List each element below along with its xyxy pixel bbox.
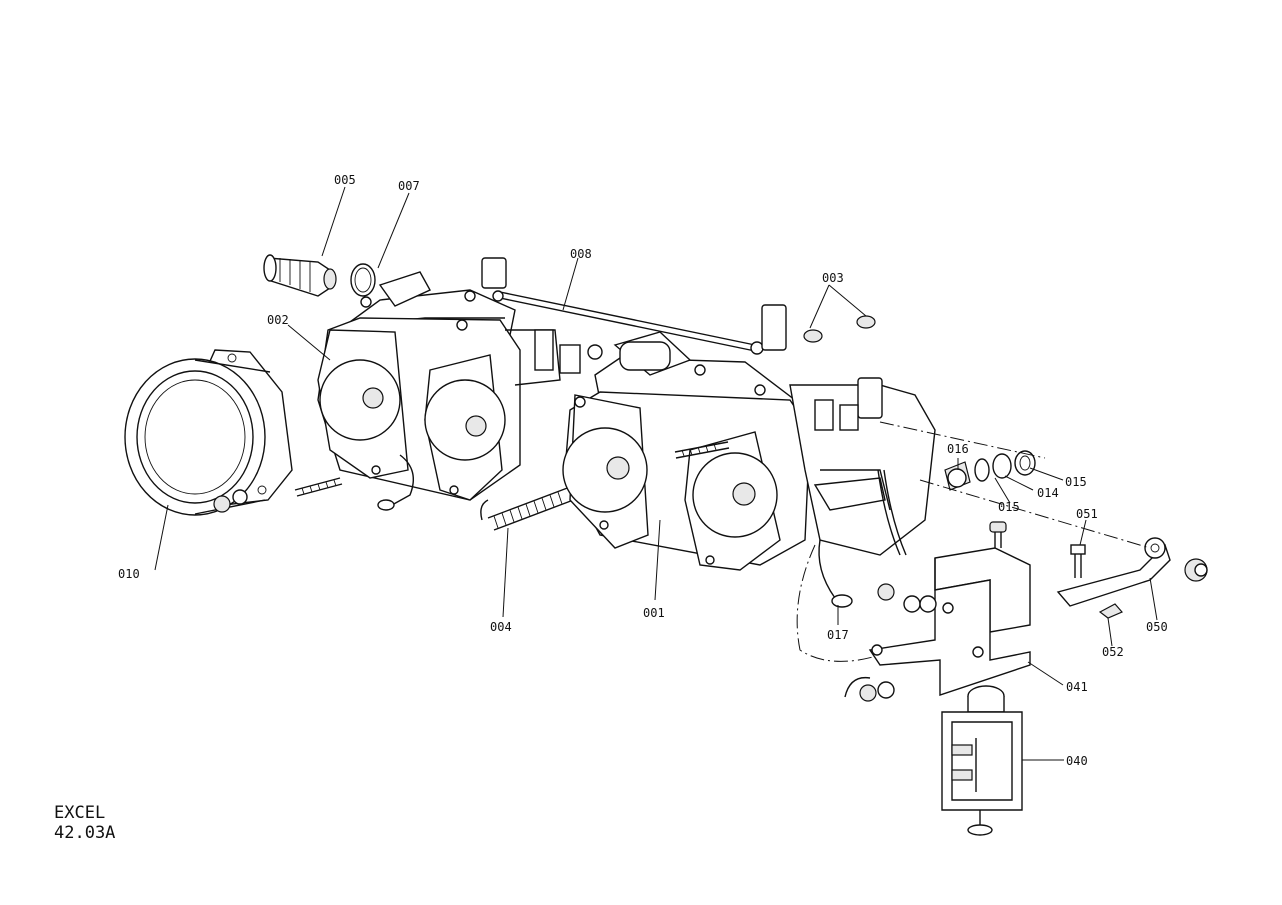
return-spring-004 bbox=[480, 486, 577, 531]
carburettor-body-001 bbox=[562, 304, 936, 571]
bracket-050 bbox=[919, 479, 1208, 607]
callout-003: 003 bbox=[822, 271, 844, 285]
bolt-051 bbox=[1070, 544, 1086, 578]
callout-052: 052 bbox=[1102, 645, 1124, 659]
callout-040: 040 bbox=[1066, 754, 1088, 768]
o-ring-007 bbox=[350, 263, 376, 297]
caps-003 bbox=[803, 315, 876, 343]
callout-015-upper: 015 bbox=[1065, 475, 1087, 489]
callout-051: 051 bbox=[1076, 507, 1098, 521]
model-name: EXCEL bbox=[54, 803, 106, 823]
leader-lines bbox=[154, 186, 1158, 761]
solenoid-040 bbox=[941, 685, 1023, 836]
callout-015-lower: 015 bbox=[998, 500, 1020, 514]
callout-016: 016 bbox=[947, 442, 969, 456]
callout-005: 005 bbox=[334, 173, 356, 187]
callout-050: 050 bbox=[1146, 620, 1168, 634]
fitting-stack-014-016 bbox=[879, 421, 1046, 491]
callout-001: 001 bbox=[643, 606, 665, 620]
callout-014: 014 bbox=[1037, 486, 1059, 500]
callout-007: 007 bbox=[398, 179, 420, 193]
earth-lead-017 bbox=[796, 539, 881, 662]
air-horn-010 bbox=[124, 349, 293, 516]
fasteners-041 bbox=[844, 583, 937, 702]
carburettor-body-002 bbox=[317, 257, 581, 511]
callout-017: 017 bbox=[827, 628, 849, 642]
callout-008: 008 bbox=[570, 247, 592, 261]
link-rod-008 bbox=[492, 290, 764, 355]
callout-labels: 005 007 008 002 003 010 004 001 017 016 … bbox=[118, 173, 1168, 768]
callout-004: 004 bbox=[490, 620, 512, 634]
page-code: 42.03A bbox=[54, 823, 116, 843]
nut-and-stud-010 bbox=[213, 477, 343, 513]
clip-052 bbox=[1098, 603, 1123, 619]
callout-041: 041 bbox=[1066, 680, 1088, 694]
callout-002: 002 bbox=[267, 313, 289, 327]
union-fitting-005 bbox=[263, 254, 337, 297]
callout-010: 010 bbox=[118, 567, 140, 581]
mounting-bracket-041 bbox=[868, 521, 1031, 696]
document-reference: EXCEL 42.03A bbox=[54, 803, 115, 843]
